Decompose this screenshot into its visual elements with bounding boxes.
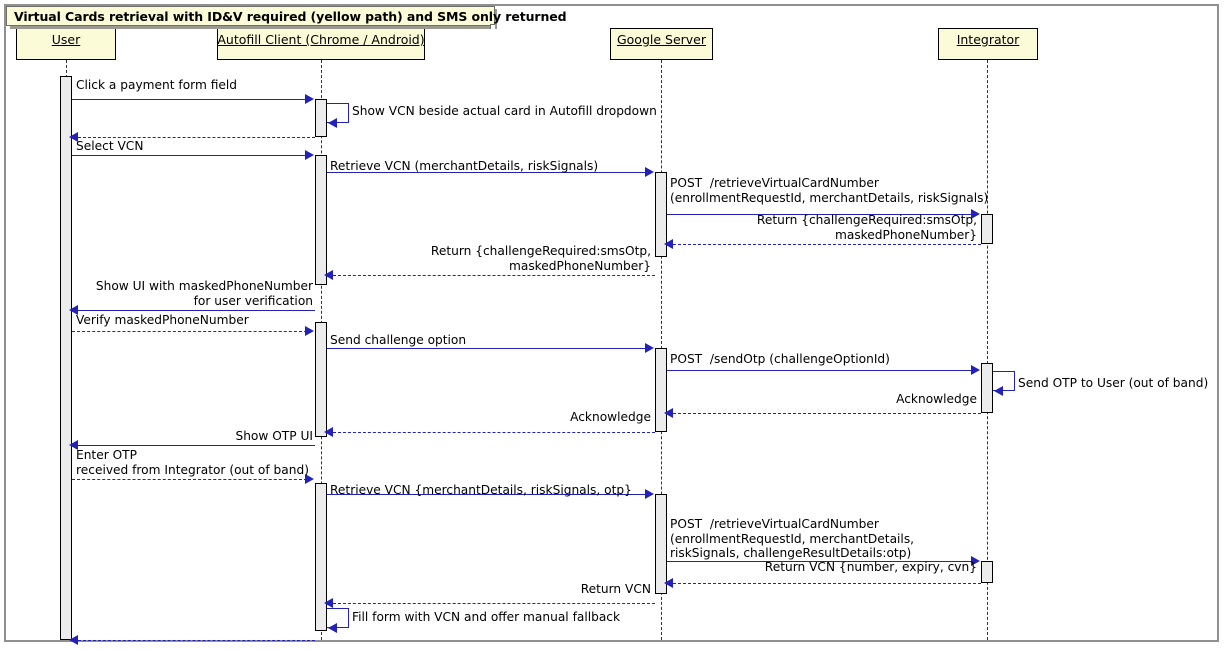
arrowhead-m13 (994, 386, 1003, 396)
message-label-m2: Show VCN beside actual card in Autofill … (352, 104, 657, 118)
message-label-m18: Retrieve VCN {merchantDetails, riskSigna… (330, 483, 632, 497)
arrowhead-m10 (305, 326, 314, 336)
message-line-m21 (333, 603, 655, 604)
arrowhead-m15 (324, 427, 333, 437)
message-line-m9 (78, 310, 315, 311)
participant-autofill-client-label: Autofill Client (Chrome / Android) (217, 32, 425, 47)
participant-user-label: User (51, 32, 81, 47)
arrowhead-m16 (69, 440, 78, 450)
self-message-loop-m13 (993, 371, 1015, 391)
message-label-m6: POST /retrieveVirtualCardNumber (enrollm… (670, 176, 989, 205)
self-message-loop-m2 (327, 103, 349, 123)
participant-autofill-client[interactable]: Autofill Client (Chrome / Android) (217, 28, 425, 60)
message-label-m20: Return VCN {number, expiry, cvn} (764, 560, 977, 574)
message-label-m9: Show UI with maskedPhoneNumber for user … (95, 279, 313, 308)
activation-autofill-3 (315, 322, 327, 437)
message-line-m23 (78, 640, 315, 641)
arrowhead-m9 (69, 305, 78, 315)
arrowhead-m23 (69, 635, 78, 645)
arrowhead-m20 (664, 578, 673, 588)
message-line-m1 (72, 99, 307, 100)
activation-autofill-2 (315, 155, 327, 285)
message-label-m10: Verify maskedPhoneNumber (76, 313, 249, 327)
message-line-m5 (327, 172, 647, 173)
message-line-m18 (327, 494, 647, 495)
diagram-title: Virtual Cards retrieval with ID&V requir… (6, 6, 567, 29)
message-line-m19 (667, 561, 973, 562)
activation-integrator-3 (981, 561, 993, 583)
message-label-m3: Select VCN (76, 139, 144, 153)
lifeline-integrator (987, 60, 988, 640)
participant-user[interactable]: User (16, 28, 116, 60)
diagram-frame (4, 4, 1219, 642)
message-label-m22: Fill form with VCN and offer manual fall… (352, 610, 621, 624)
arrowhead-m5 (645, 167, 654, 177)
activation-autofill-1 (315, 99, 327, 137)
message-label-m11: Send challenge option (330, 333, 467, 347)
message-label-m5: Retrieve VCN (merchantDetails, riskSigna… (330, 159, 599, 173)
activation-google-3 (655, 494, 667, 594)
activation-user (60, 76, 72, 640)
title-shadow-right (494, 9, 497, 29)
arrowhead-m22 (328, 623, 337, 633)
activation-google-1 (655, 172, 667, 257)
message-line-m16 (78, 445, 315, 446)
message-line-m14 (673, 413, 981, 414)
activation-integrator-2 (981, 363, 993, 413)
activation-integrator-1 (981, 214, 993, 244)
message-label-m8: Return {challengeRequired:smsOtp, masked… (430, 244, 651, 273)
message-line-m11 (327, 348, 647, 349)
arrowhead-m3 (69, 132, 78, 142)
arrowhead-m14 (664, 408, 673, 418)
message-label-m16: Show OTP UI (235, 429, 313, 443)
message-label-m12: POST /sendOtp (challengeOptionId) (670, 352, 890, 366)
arrowhead-m17 (305, 474, 314, 484)
arrowhead-m2 (328, 118, 337, 128)
message-line-m10 (72, 331, 307, 332)
message-label-m1: Click a payment form field (76, 78, 238, 92)
message-label-m15: Acknowledge (570, 410, 651, 424)
arrowhead-m21 (324, 598, 333, 608)
arrowhead-m19 (971, 556, 980, 566)
arrowhead-m4 (305, 150, 314, 160)
arrowhead-m6 (971, 209, 980, 219)
arrowhead-m7 (664, 239, 673, 249)
message-line-m17 (72, 479, 307, 480)
arrowhead-m11 (645, 343, 654, 353)
message-line-m7 (673, 244, 981, 245)
arrowhead-m1 (305, 94, 314, 104)
message-line-m4 (72, 155, 307, 156)
message-label-m7: Return {challengeRequired:smsOtp, masked… (756, 213, 977, 242)
message-label-m14: Acknowledge (896, 392, 977, 406)
message-label-m21: Return VCN (580, 582, 651, 596)
participant-google-server[interactable]: Google Server (610, 28, 713, 60)
message-line-m15 (333, 432, 655, 433)
arrowhead-m12 (971, 365, 980, 375)
participant-google-server-label: Google Server (616, 32, 707, 47)
message-line-m12 (667, 370, 973, 371)
participant-integrator[interactable]: Integrator (938, 28, 1038, 60)
participant-integrator-label: Integrator (956, 32, 1020, 47)
message-line-m8 (333, 275, 655, 276)
message-label-m13: Send OTP to User (out of band) (1018, 376, 1209, 390)
title-shadow-bottom (10, 26, 497, 29)
self-message-loop-m22 (327, 608, 349, 628)
arrowhead-m8 (324, 270, 333, 280)
message-line-m20 (673, 583, 981, 584)
message-label-m17: Enter OTP received from Integrator (out … (76, 448, 309, 477)
activation-autofill-4 (315, 483, 327, 631)
message-label-m19: POST /retrieveVirtualCardNumber (enrollm… (670, 517, 915, 560)
activation-google-2 (655, 348, 667, 432)
message-line-m6 (667, 214, 973, 215)
message-line-m3 (78, 137, 315, 138)
arrowhead-m18 (645, 489, 654, 499)
